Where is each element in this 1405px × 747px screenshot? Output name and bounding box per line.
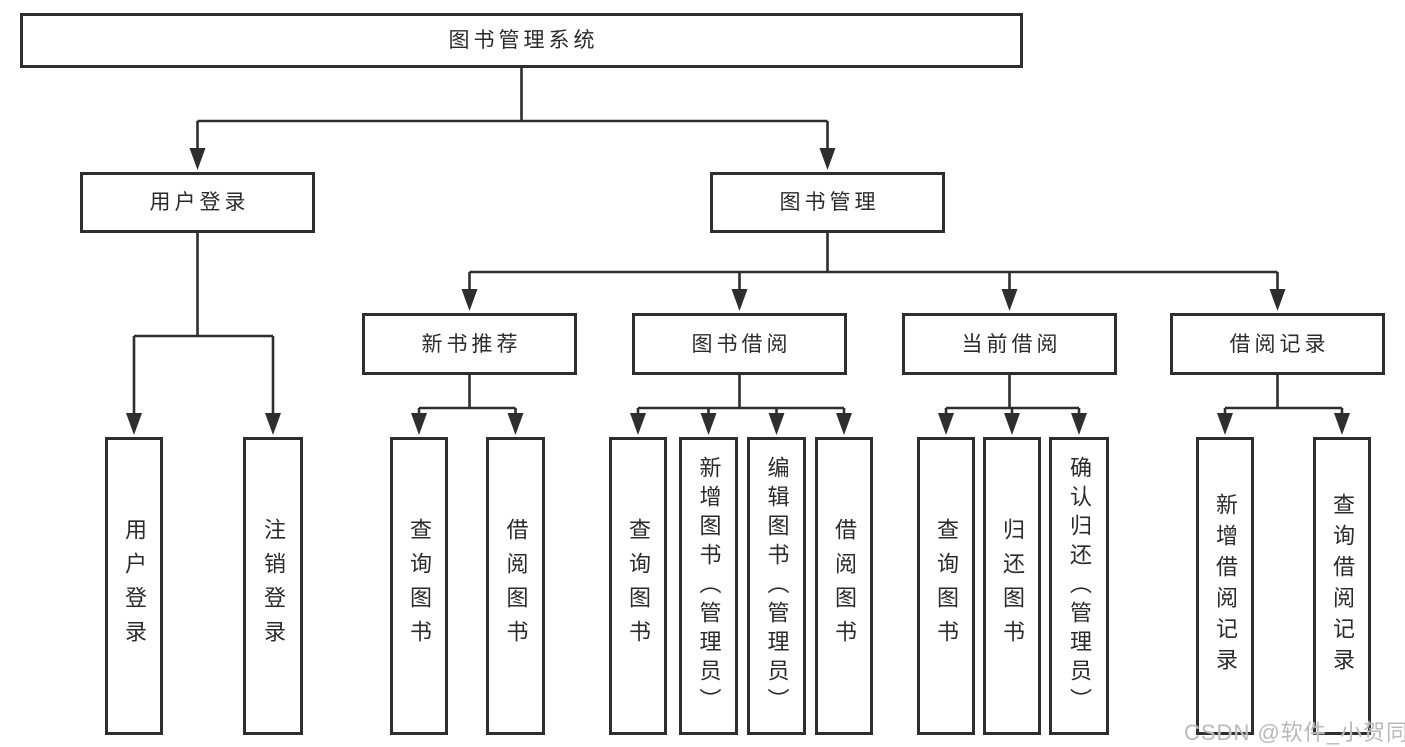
watermark: CSDN @软件_小贺同学 <box>1184 720 1405 745</box>
node-new-book-recommend: 新书推荐 <box>362 313 577 375</box>
leaf-query-books-recommend: 查询图书 <box>390 437 448 735</box>
node-book-management-branch: 图书管理 <box>710 172 945 233</box>
leaf-query-borrow-record: 查询借阅记录 <box>1313 437 1371 735</box>
leaf-query-books-current: 查询图书 <box>917 437 975 735</box>
leaf-add-books-admin: 新增图书（管理员） <box>679 437 738 735</box>
node-borrowing-records: 借阅记录 <box>1170 313 1385 375</box>
leaf-confirm-return-admin: 确认归还（管理员） <box>1049 437 1109 735</box>
node-book-borrowing: 图书借阅 <box>632 313 847 375</box>
leaf-logout: 注销登录 <box>243 437 303 735</box>
leaf-borrow-books-recommend: 借阅图书 <box>486 437 545 735</box>
leaf-query-books-borrow: 查询图书 <box>609 437 667 735</box>
leaf-edit-books-admin: 编辑图书（管理员） <box>747 437 806 735</box>
node-user-login-branch: 用户登录 <box>80 172 315 233</box>
node-root-system: 图书管理系统 <box>20 13 1023 68</box>
leaf-return-books: 归还图书 <box>983 437 1041 735</box>
leaf-borrow-books: 借阅图书 <box>815 437 873 735</box>
leaf-add-borrow-record: 新增借阅记录 <box>1196 437 1254 735</box>
leaf-user-login: 用户登录 <box>105 437 163 735</box>
node-current-borrowing: 当前借阅 <box>902 313 1117 375</box>
